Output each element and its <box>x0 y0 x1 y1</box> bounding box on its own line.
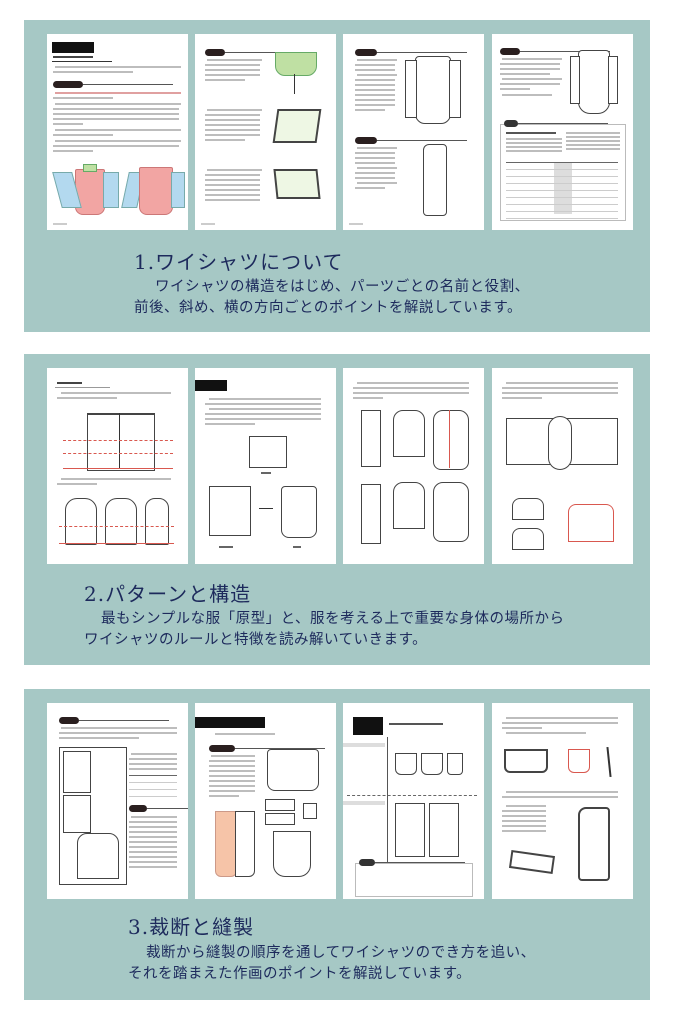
section-label <box>355 137 467 144</box>
shirt-back-drawing <box>578 50 610 114</box>
front-panel-pieces <box>267 749 319 791</box>
pocket-drawing <box>395 753 417 775</box>
section-label <box>500 48 610 55</box>
collar-stitch-drawing <box>504 749 548 773</box>
cuff-drawing <box>508 850 556 874</box>
section-label <box>355 49 467 56</box>
page-thumbnails <box>47 34 633 230</box>
page-thumbnail <box>195 368 336 564</box>
body-side-figure <box>145 498 169 545</box>
shirt-front-figure <box>433 410 469 470</box>
section-description-line1: ワイシャツの構造をはじめ、パーツごとの名前と役割、 <box>155 279 530 295</box>
shirt-side-drawing <box>423 144 447 216</box>
section-panel-pattern-structure: 2.パターンと構造 最もシンプルな服「原型」と、服を考える上で重要な身体の場所か… <box>24 354 650 665</box>
pocket-stitch-drawing <box>568 749 590 773</box>
section-label <box>53 81 173 88</box>
section-label <box>205 49 315 56</box>
page-header <box>195 380 227 391</box>
section-title: 1.ワイシャツについて <box>134 250 344 274</box>
finished-shirt-drawing <box>281 486 317 538</box>
section-description-line2: それを踏まえた作画のポイントを解説しています。 <box>128 966 472 982</box>
collar-open-illustration <box>272 109 322 143</box>
pattern-block-diagram <box>87 413 155 471</box>
body-back-figure <box>105 498 137 545</box>
collar-back-illustration <box>273 169 321 199</box>
page-thumbnail <box>343 34 484 230</box>
shirt-front-drawing <box>415 56 451 124</box>
shirt-back-figure <box>433 482 469 542</box>
section-description-line1: 裁断から縫製の順序を通してワイシャツのでき方を追い、 <box>146 945 536 961</box>
section-panel-shirt-overview: 1.ワイシャツについて ワイシャツの構造をはじめ、パーツごとの名前と役割、 前後… <box>24 20 650 332</box>
page-header <box>195 717 265 728</box>
section-description-line1: 最もシンプルな服「原型」と、服を考える上で重要な身体の場所から <box>101 611 565 627</box>
page-thumbnail <box>195 34 336 230</box>
section-description-line2: ワイシャツのルールと特徴を読み解いていきます。 <box>84 632 428 648</box>
shirt-pattern-drawing <box>209 486 251 536</box>
page-thumbnails <box>47 703 633 899</box>
shirt-front-illustration <box>75 169 105 215</box>
page-thumbnail <box>492 368 633 564</box>
section-label <box>59 717 169 724</box>
point-box <box>355 863 473 897</box>
page-thumbnails <box>47 368 633 564</box>
torso-front-figure <box>393 410 425 457</box>
point-label <box>359 859 465 866</box>
page-thumbnail <box>195 703 336 899</box>
shirt-overlay-drawing <box>568 504 614 542</box>
front-panel-pocket-drawing <box>395 803 425 857</box>
shirt-color-coded-drawing <box>215 811 237 877</box>
collar-illustration <box>275 52 317 76</box>
body-front-figure <box>65 498 97 545</box>
section-label <box>209 745 325 752</box>
sleeve-drawing <box>578 807 610 881</box>
section-title: 2.パターンと構造 <box>84 582 252 606</box>
base-pattern-drawing <box>249 436 287 468</box>
torso-back-figure <box>393 482 425 529</box>
page-thumbnail <box>492 34 633 230</box>
page-thumbnail <box>47 368 188 564</box>
shirt-back-illustration <box>139 167 173 215</box>
page-header <box>353 717 383 735</box>
page-thumbnail <box>47 703 188 899</box>
page-header <box>52 42 94 53</box>
section-panel-cutting-sewing: 3.裁断と縫製 裁断から縫製の順序を通してワイシャツのでき方を追い、 それを踏ま… <box>24 689 650 1000</box>
section-label <box>129 805 188 812</box>
comparison-table <box>506 162 618 219</box>
page-thumbnail <box>343 703 484 899</box>
page-thumbnail <box>343 368 484 564</box>
section-title: 3.裁断と縫製 <box>128 915 255 939</box>
page-thumbnail <box>47 34 188 230</box>
column-label <box>504 120 608 127</box>
section-description-line2: 前後、斜め、横の方向ごとのポイントを解説しています。 <box>134 300 522 316</box>
page-thumbnail <box>492 703 633 899</box>
